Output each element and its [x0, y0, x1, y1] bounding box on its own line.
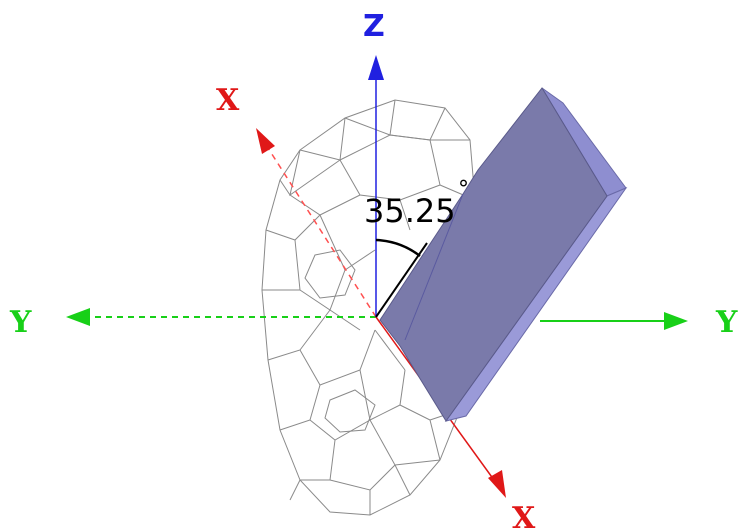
y-axis-negative-arrowhead	[66, 308, 90, 326]
x-axis-negative-line	[267, 147, 377, 318]
x-axis: X X	[216, 83, 536, 531]
plate-edge-line	[404, 193, 464, 341]
y-axis-positive-label: Y	[715, 305, 738, 340]
y-axis: Y Y	[9, 305, 738, 340]
x-axis-negative-arrowhead	[256, 128, 275, 154]
plate-front-face	[379, 87, 608, 422]
angle-arc	[375, 238, 421, 257]
y-axis-negative-label: Y	[9, 305, 32, 340]
z-axis: Z	[363, 9, 385, 317]
cut-plate	[379, 87, 628, 422]
angle-value: 35.25	[364, 192, 456, 230]
crystal-wireframe	[261, 99, 479, 516]
x-axis-positive-label: X	[512, 501, 536, 531]
degree-symbol: °	[458, 177, 469, 202]
z-axis-label: Z	[363, 9, 385, 44]
y-axis-positive-arrowhead	[664, 312, 688, 330]
angle-label: 35.25	[364, 192, 456, 230]
x-axis-positive-arrowhead	[488, 470, 506, 498]
x-axis-negative-label: X	[216, 83, 240, 118]
z-axis-arrowhead	[368, 55, 384, 80]
